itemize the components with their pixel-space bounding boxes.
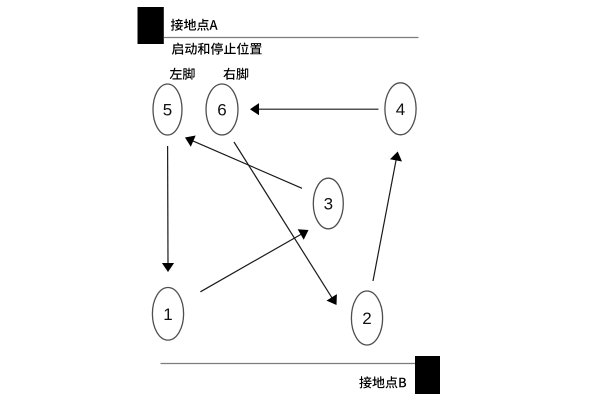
- svg-text:1: 1: [163, 305, 172, 324]
- svg-text:4: 4: [396, 100, 405, 119]
- svg-text:6: 6: [217, 101, 226, 120]
- svg-text:5: 5: [163, 101, 172, 120]
- svg-text:2: 2: [362, 309, 371, 328]
- svg-text:3: 3: [324, 195, 333, 214]
